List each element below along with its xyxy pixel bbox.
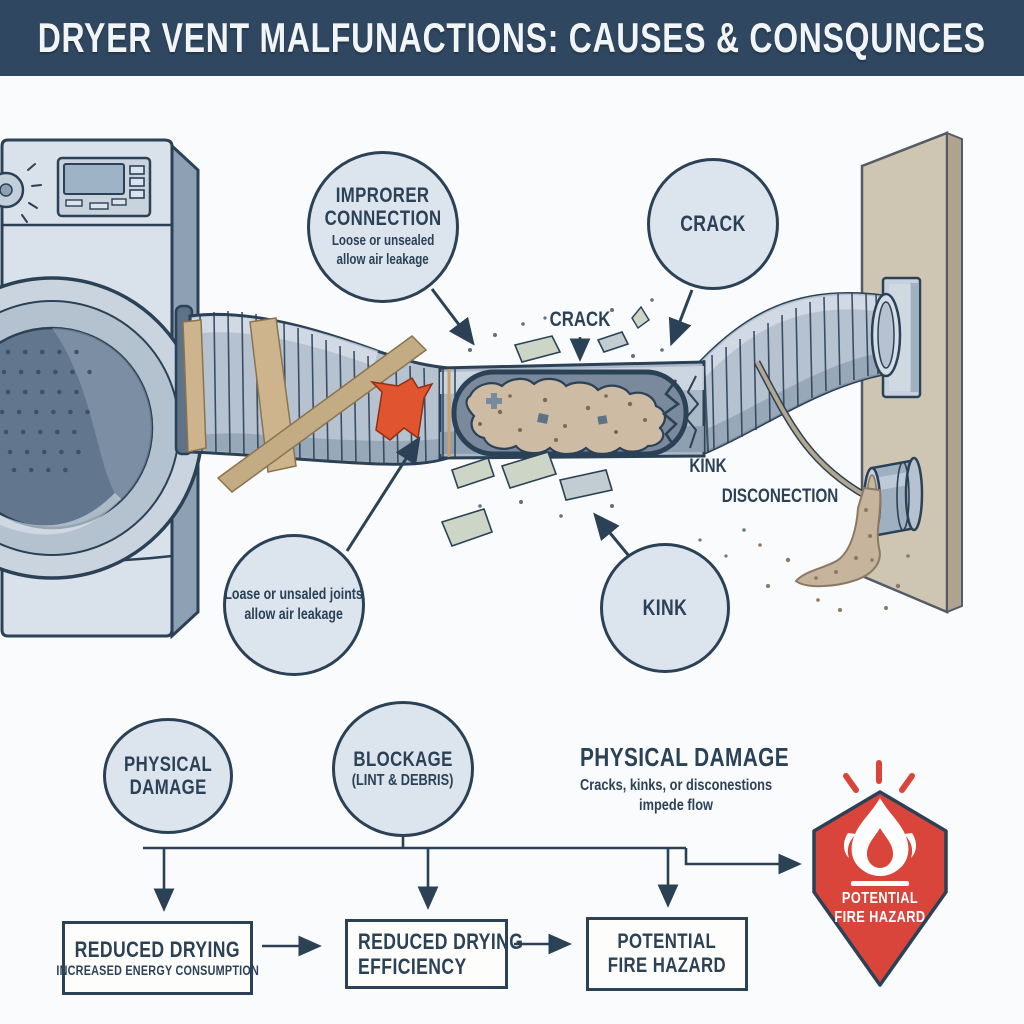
cause-title-line: BLOCKAGE (353, 748, 453, 772)
note-heading: PHYSICAL DAMAGE (580, 742, 790, 772)
cause-physical-damage-circle: PHYSICAL DAMAGE (103, 718, 233, 834)
callout-subtitle-line: allow air leakage (336, 252, 430, 269)
callout-crack: CRACK (647, 158, 779, 290)
flame-icon (843, 798, 917, 886)
badge-line: POTENTIAL (841, 890, 919, 907)
tape-strips (182, 317, 428, 493)
duct-cutaway-lint (451, 369, 689, 457)
duct-label-disconnection: DISCONECTION (698, 486, 862, 508)
debris-fragments (440, 298, 664, 548)
consequence-box-efficiency: REDUCED DRYING EFFICIENCY (345, 919, 523, 989)
arrow-loose-joints (345, 436, 421, 552)
box-line: INCREASED ENERGY CONSUMPTION (56, 962, 259, 978)
duct-label-text: DISCONECTION (721, 486, 839, 507)
box-line: REDUCED DRYING (358, 928, 524, 954)
badge-line: FIRE HAZARD (834, 908, 926, 926)
callout-arrows (345, 288, 694, 557)
arrow-crack (668, 289, 694, 347)
callout-kink: KINK (600, 543, 730, 673)
duct-section (369, 360, 706, 460)
page-title: DRYER VENT MALFUNACTIONS: CAUSES & CONSQ… (37, 14, 987, 61)
callout-title-line: CONNECTION (324, 207, 442, 231)
cause-title-line: DAMAGE (129, 776, 207, 799)
callout-loose-joints: Loase or unsaled joints allow air leakag… (223, 534, 365, 676)
callout-title-line: CRACK (680, 210, 746, 236)
box-line: FIRE HAZARD (607, 954, 727, 977)
note-subtitle-line: impede flow (639, 797, 713, 814)
flowchart-connectors (143, 836, 802, 957)
hazard-badge-label: POTENTIAL FIRE HAZARD (818, 890, 942, 928)
box-line: REDUCED DRYING (74, 937, 241, 963)
cause-physical-damage-note: PHYSICAL DAMAGE Cracks, kinks, or discon… (556, 742, 796, 816)
cause-title-line: PHYSICAL (123, 752, 213, 776)
duct-label-text: CRACK (549, 308, 611, 331)
arrow-improper-connection (430, 288, 475, 346)
duct-label-kink: KINK (668, 456, 748, 478)
alert-ticks (843, 760, 915, 793)
dryer-illustration (0, 138, 204, 640)
arrow-kink (593, 512, 631, 557)
header-banner: DRYER VENT MALFUNACTIONS: CAUSES & CONSQ… (0, 0, 1024, 76)
duct-label-text: KINK (689, 456, 727, 477)
consequence-box-fire-hazard: POTENTIAL FIRE HAZARD (586, 917, 748, 991)
consequence-box-reduced-drying: REDUCED DRYING INCREASED ENERGY CONSUMPT… (56, 921, 259, 995)
hazard-hexagon (812, 760, 948, 987)
callout-title-line: IMPRORER (336, 184, 430, 208)
callout-improper-connection: IMPRORER CONNECTION Loose or unsealed al… (307, 151, 459, 303)
box-line: EFFICIENCY (358, 954, 467, 979)
duct-label-crack: CRACK (520, 308, 640, 332)
lint-spill (698, 486, 910, 612)
callout-subtitle-line: Loose or unsealed (331, 233, 435, 250)
disconnected-vent (698, 360, 924, 612)
callout-subtitle-line: Loase or unsaled joints (224, 585, 364, 603)
cause-title-line: (LINT & DEBRIS) (352, 771, 454, 789)
callout-subtitle-line: allow air leakage (244, 606, 344, 623)
box-line: POTENTIAL (617, 929, 717, 953)
cause-blockage-circle: BLOCKAGE (LINT & DEBRIS) (332, 701, 474, 837)
duct-crack-lines (661, 375, 700, 449)
orange-cloth (369, 376, 434, 441)
callout-title-line: KINK (642, 594, 688, 620)
vent-hose-right (698, 291, 902, 458)
note-subtitle-line: Cracks, kinks, or disconestions (580, 777, 773, 794)
